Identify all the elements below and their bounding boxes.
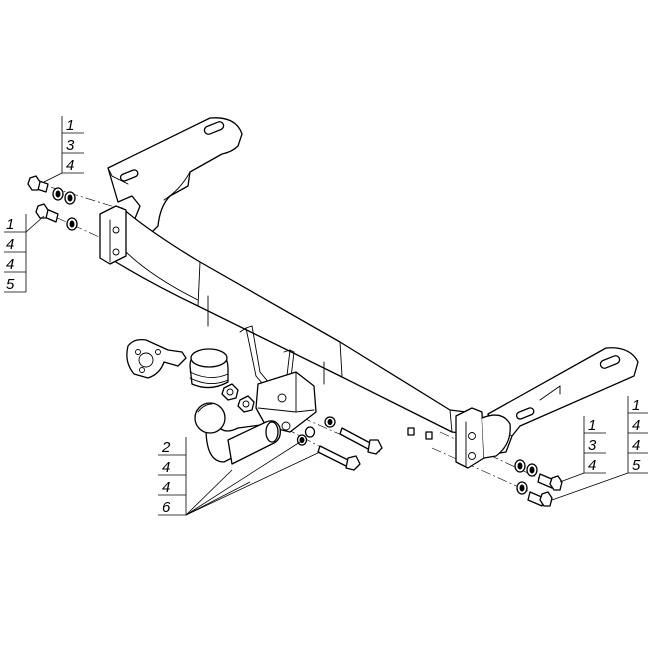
right-bracket-slot-upper <box>599 355 621 369</box>
tow-ball <box>194 402 281 465</box>
ball-neck-end <box>265 421 279 443</box>
right-upper-bolt <box>537 473 563 491</box>
right-cap-hole-lower <box>468 452 476 460</box>
top-left-washer-hole <box>55 190 61 198</box>
callout-label: 4 <box>6 236 14 253</box>
callout-label: 1 <box>588 417 596 434</box>
callout-right-lower-bolt: 1 4 4 5 <box>551 396 648 501</box>
mount-hole-lower <box>281 421 291 431</box>
callout-label: 1 <box>66 117 74 134</box>
callout-label: 6 <box>162 499 171 516</box>
left-washer-hole <box>69 220 75 228</box>
mount-hole-upper <box>277 393 287 403</box>
callout-label: 3 <box>66 137 75 154</box>
mount-bolt-upper <box>339 427 383 455</box>
washer-hole-2 <box>327 419 333 425</box>
right-lower-bolt <box>527 491 553 507</box>
cap-top <box>190 348 228 368</box>
callout-left-bolt: 1 4 4 5 <box>4 214 45 293</box>
left-cap-hole-upper <box>112 226 120 234</box>
callout-top-left-bolt: 1 3 4 <box>43 116 84 183</box>
top-left-bolt <box>27 175 49 193</box>
callout-label: 4 <box>632 417 640 434</box>
callout-right-upper-bolt: 1 3 4 <box>559 416 606 483</box>
right-bracket-slot-lower <box>515 407 535 420</box>
ball-protective-cap <box>189 348 229 389</box>
callout-label: 3 <box>588 437 597 454</box>
mount-nut-2 <box>237 395 255 413</box>
washer-hole-1 <box>299 437 305 443</box>
callout-ball-group: 2 4 4 6 <box>158 437 321 516</box>
left-cap-hole-lower <box>112 248 120 256</box>
left-bracket-slot-lower <box>119 169 139 182</box>
socket-bracket-hole <box>138 352 154 368</box>
callout-label: 4 <box>162 479 170 496</box>
callout-label: 5 <box>6 276 15 293</box>
right-washer-1-hole <box>517 462 523 470</box>
callout-label: 4 <box>66 157 74 174</box>
callout-label: 4 <box>162 459 170 476</box>
callout-label: 1 <box>632 397 640 414</box>
right-end-cap <box>455 407 511 469</box>
socket-bracket-screw-3 <box>139 367 145 373</box>
socket-bracket-screw-2 <box>155 349 161 355</box>
callout-label: 2 <box>161 439 171 456</box>
left-bolt <box>35 203 59 223</box>
right-end-cap-flange <box>481 414 511 459</box>
right-mounting-bracket <box>487 347 639 455</box>
mount-nut-1 <box>221 383 239 401</box>
callout-label: 4 <box>588 457 596 474</box>
right-cap-hole-upper <box>468 432 476 440</box>
callout-label: 5 <box>632 457 641 474</box>
beam-clip-1 <box>407 427 415 436</box>
mount-washer-lower-2 <box>304 426 316 438</box>
ball-mount-bracket <box>255 371 317 433</box>
beam-clip-2 <box>425 431 433 440</box>
left-mounting-bracket <box>107 117 243 237</box>
left-end-cap <box>99 205 127 265</box>
top-left-nut-hole <box>67 194 73 202</box>
socket-bracket-screw-1 <box>135 349 141 355</box>
callout-label: 1 <box>6 216 14 233</box>
right-washer-3-hole <box>519 484 525 492</box>
mount-bolt-lower <box>317 445 361 471</box>
callout-label: 4 <box>632 437 640 454</box>
left-bracket-slot-upper <box>203 121 225 135</box>
right-washer-2-hole <box>529 466 535 474</box>
tow-ball-sphere <box>194 402 226 434</box>
callout-label: 4 <box>6 256 14 273</box>
electrical-socket-bracket <box>126 338 187 379</box>
